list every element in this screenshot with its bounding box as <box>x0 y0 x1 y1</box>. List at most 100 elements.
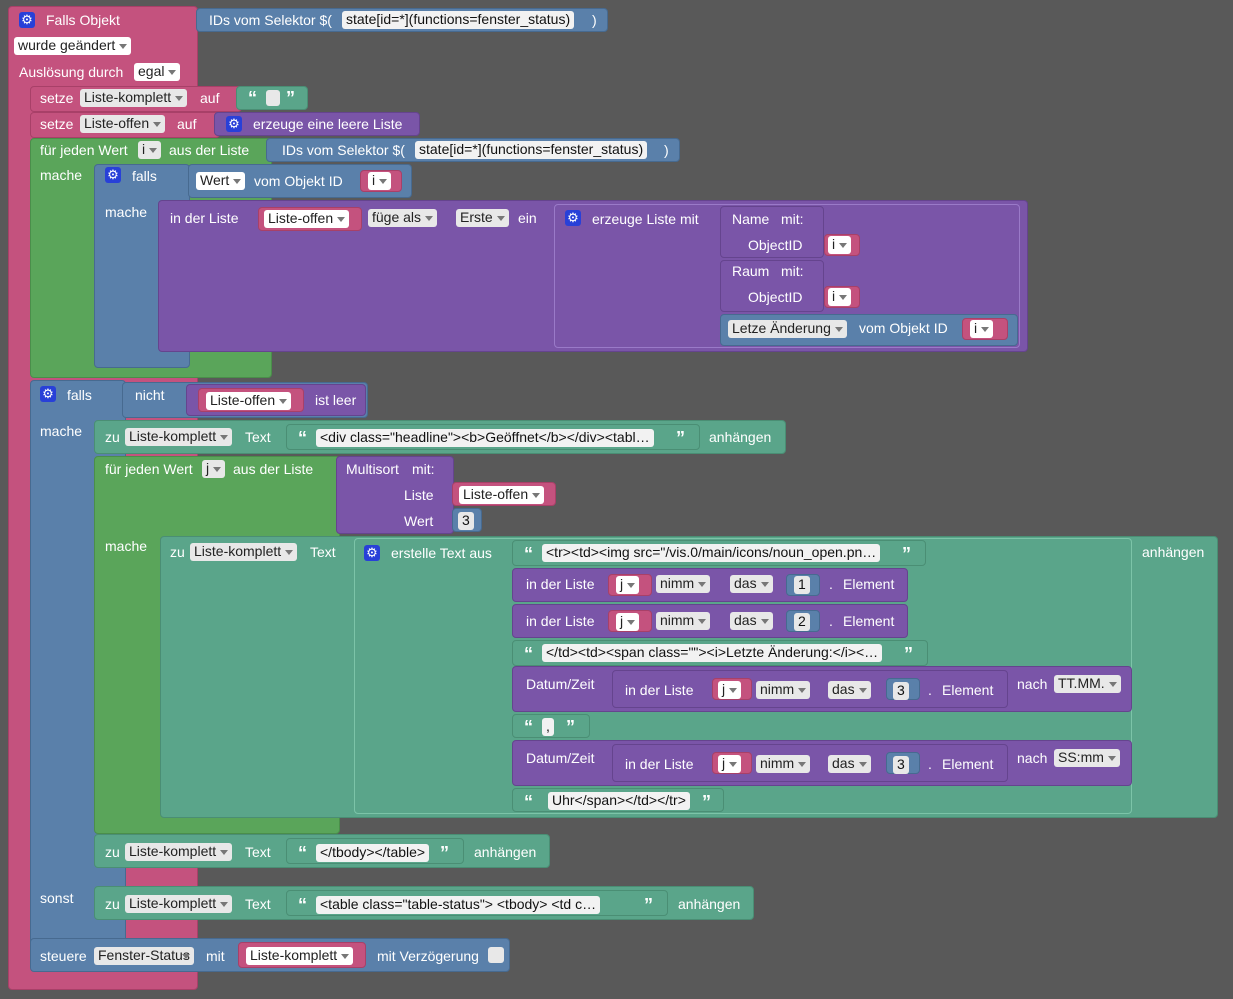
delay-checkbox[interactable] <box>488 947 504 963</box>
index-4[interactable]: 3 <box>893 756 909 774</box>
take-dropdown-3[interactable]: nimm <box>756 681 811 699</box>
control-mit: mit <box>206 948 225 964</box>
append2-list-dropdown[interactable]: Liste-komplett <box>190 543 298 561</box>
insert-mode-dropdown[interactable]: füge als <box>368 209 438 227</box>
gear-icon[interactable]: ⚙ <box>40 386 56 402</box>
selector2-close: ) <box>664 142 669 158</box>
insert-ein: ein <box>518 210 537 226</box>
append4-value[interactable]: <table class="table-status"> <tbody> <td… <box>316 896 601 914</box>
index-3[interactable]: 3 <box>893 682 909 700</box>
raum-pair-block[interactable] <box>720 260 824 312</box>
create-empty-list-block[interactable] <box>214 112 420 136</box>
take-dropdown-2[interactable]: nimm <box>656 612 711 630</box>
index-1[interactable]: 1 <box>794 576 810 594</box>
datetime2-label: Datum/Zeit <box>526 750 595 766</box>
last-change-i-dropdown[interactable]: i <box>970 320 994 338</box>
foreach1-label: für jeden Wert <box>40 142 128 158</box>
empty-string-field[interactable] <box>266 90 280 106</box>
gear-icon[interactable]: ⚙ <box>565 210 581 226</box>
quote-open-icon: “ <box>298 895 307 915</box>
set1-op: auf <box>200 90 220 106</box>
take-dropdown-1[interactable]: nimm <box>656 575 711 593</box>
changed-dropdown[interactable]: wurde geändert <box>14 37 132 55</box>
objectid-label-2: ObjectID <box>748 289 803 305</box>
gear-icon[interactable]: ⚙ <box>364 545 380 561</box>
j-dropdown-2[interactable]: j <box>616 613 640 631</box>
if1-label: falls <box>132 168 157 184</box>
foreach2-do: mache <box>105 538 148 554</box>
name-mit: mit: <box>781 211 804 227</box>
append2-append: anhängen <box>1142 544 1205 560</box>
dot-4: . <box>928 756 932 772</box>
value-from-label: vom Objekt ID <box>254 173 343 189</box>
selector2-value[interactable]: state[id=*](functions=fenster_status) <box>415 141 648 159</box>
raum-i-dropdown[interactable]: i <box>828 288 852 306</box>
append1-list-dropdown[interactable]: Liste-komplett <box>125 428 233 446</box>
format2-dropdown[interactable]: SS:mm <box>1054 749 1120 767</box>
quote-close-icon: ” <box>702 792 711 812</box>
selector-label: IDs vom Selektor $( <box>209 12 332 28</box>
gear-icon[interactable]: ⚙ <box>226 116 242 132</box>
foreach1-do: mache <box>40 167 83 183</box>
j-dropdown-4[interactable]: j <box>718 755 742 773</box>
selector-value[interactable]: state[id=*](functions=fenster_status) <box>342 11 575 29</box>
raum-mit: mit: <box>781 263 804 279</box>
j-dropdown-3[interactable]: j <box>718 681 742 699</box>
multisort-list-dropdown[interactable]: Liste-offen <box>459 486 545 504</box>
append1-value[interactable]: <div class="headline"><b>Geöffnet</b></d… <box>316 429 654 447</box>
foreach1-var-dropdown[interactable]: i <box>138 141 162 159</box>
quote-close-icon: ” <box>566 717 575 737</box>
quote-close-icon: ” <box>286 88 295 108</box>
element-2: Element <box>843 613 895 629</box>
iflist-dropdown[interactable]: Liste-offen <box>206 392 292 410</box>
format2-nach: nach <box>1017 750 1048 766</box>
foreach2-var-dropdown[interactable]: j <box>202 460 226 478</box>
take-dropdown-4[interactable]: nimm <box>756 755 811 773</box>
row-string2[interactable]: </td><td><span class=""><i>Letzte Änderu… <box>542 644 883 662</box>
append4-list-dropdown[interactable]: Liste-komplett <box>125 895 233 913</box>
last-change-dropdown[interactable]: Letze Änderung <box>728 320 847 338</box>
insert-pos-dropdown[interactable]: Erste <box>456 209 509 227</box>
datetime1-label: Datum/Zeit <box>526 676 595 692</box>
if1-do: mache <box>105 204 148 220</box>
das-dropdown-1[interactable]: das <box>730 575 773 593</box>
control-list-dropdown[interactable]: Liste-komplett <box>246 947 354 965</box>
name-i-dropdown[interactable]: i <box>828 236 852 254</box>
format1-dropdown[interactable]: TT.MM. <box>1054 675 1121 693</box>
append4-text: Text <box>245 896 271 912</box>
name-pair-block[interactable] <box>720 206 824 258</box>
set2-label: setze <box>40 116 74 132</box>
gear-icon[interactable]: ⚙ <box>19 12 35 28</box>
trigger-by-dropdown[interactable]: egal <box>134 63 181 81</box>
multisort-block[interactable] <box>336 456 454 534</box>
multisort-wert: Wert <box>404 513 434 529</box>
insert-list-dropdown[interactable]: Liste-offen <box>264 210 350 228</box>
gear-icon[interactable]: ⚙ <box>105 167 121 183</box>
list-get4-label: in der Liste <box>625 756 694 772</box>
i-var-dropdown[interactable]: i <box>368 172 392 190</box>
set1-var-dropdown[interactable]: Liste-komplett <box>80 89 188 107</box>
append3-value[interactable]: </tbody></table> <box>316 844 430 862</box>
row-string1[interactable]: <tr><td><img src="/vis.0/main/icons/noun… <box>542 544 881 562</box>
quote-open-icon: “ <box>298 843 307 863</box>
comma-string[interactable]: , <box>542 718 554 736</box>
foreach1-from: aus der Liste <box>169 142 250 158</box>
set2-var-dropdown[interactable]: Liste-offen <box>80 115 166 133</box>
das-dropdown-4[interactable]: das <box>828 755 871 773</box>
multisort-num[interactable]: 3 <box>458 512 474 530</box>
row-string4[interactable]: Uhr</span></td></tr> <box>548 792 690 810</box>
append2-zu: zu <box>170 544 185 560</box>
multisort-liste: Liste <box>404 487 434 503</box>
das-dropdown-3[interactable]: das <box>828 681 871 699</box>
control-target-dropdown[interactable]: Fenster-Status <box>94 947 194 965</box>
quote-open-icon: “ <box>524 792 533 812</box>
multisort-label: Multisort <box>346 461 399 477</box>
set1-label: setze <box>40 90 74 106</box>
index-2[interactable]: 2 <box>794 613 810 631</box>
quote-open-icon: “ <box>298 428 307 448</box>
multisort-mit: mit: <box>412 461 435 477</box>
value-dropdown[interactable]: Wert <box>196 172 246 190</box>
append3-list-dropdown[interactable]: Liste-komplett <box>125 843 233 861</box>
j-dropdown-1[interactable]: j <box>616 576 640 594</box>
das-dropdown-2[interactable]: das <box>730 612 773 630</box>
